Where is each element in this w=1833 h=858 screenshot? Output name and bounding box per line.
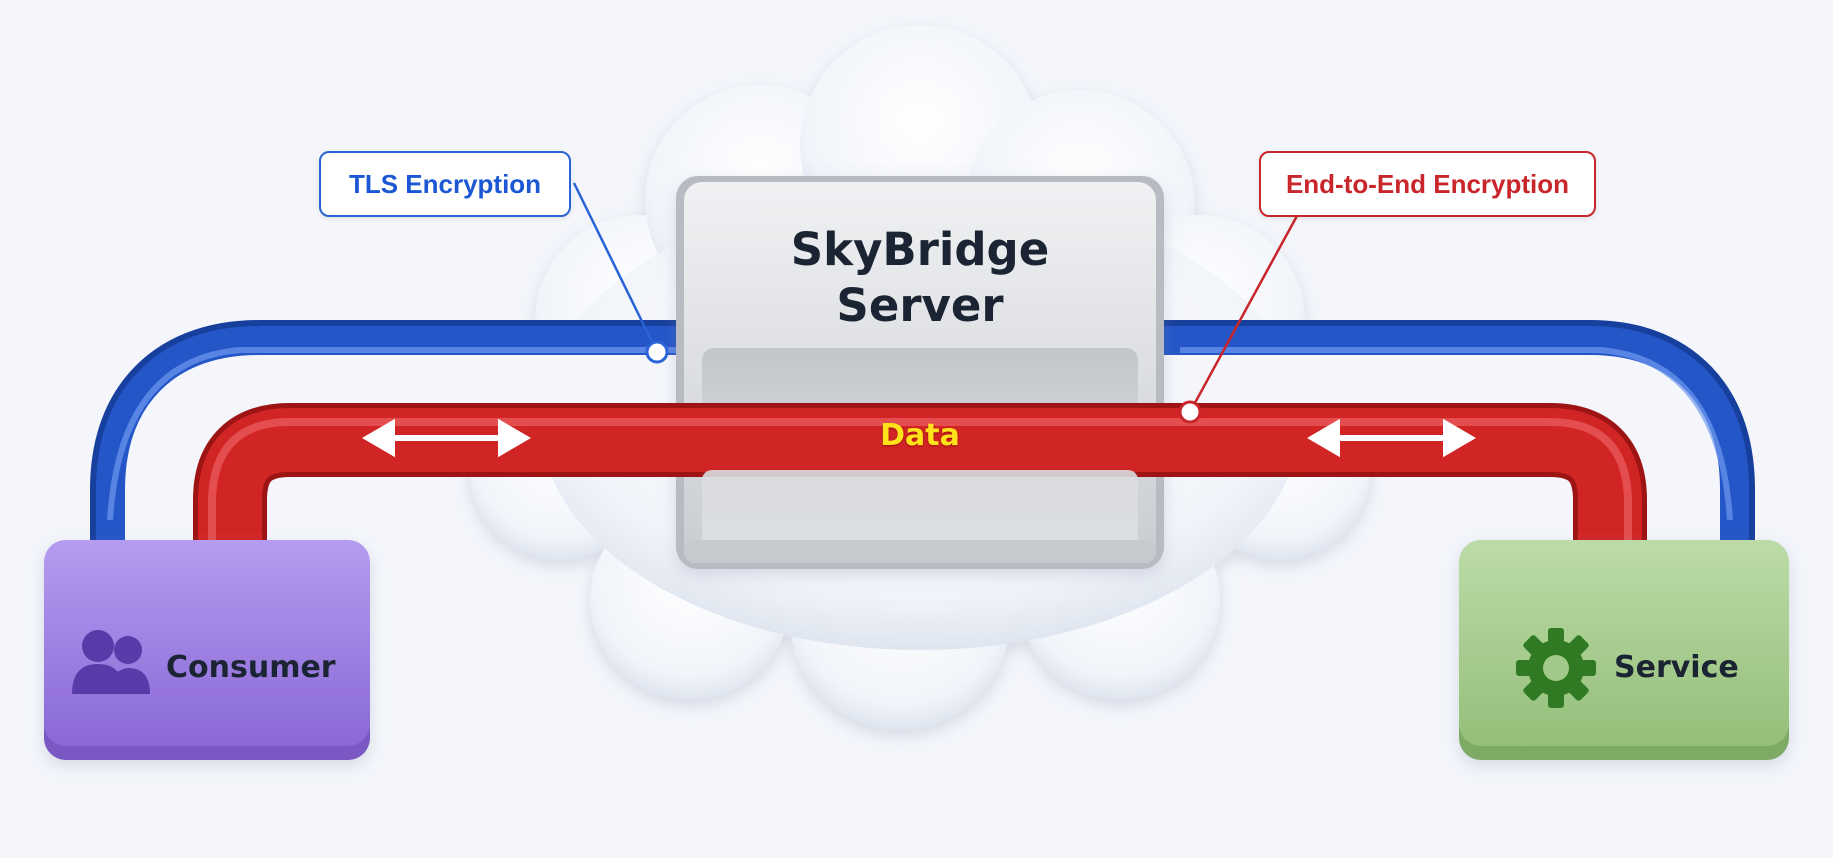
server-title-line1: SkyBridge — [790, 223, 1050, 276]
e2e-callout-leader — [1178, 213, 1300, 424]
server-title: SkyBridge Server — [705, 222, 1135, 334]
e2e-encryption-label: End-to-End Encryption — [1285, 168, 1570, 199]
consumer-label: Consumer — [166, 650, 336, 685]
e2e-encryption-callout: End-to-End Encryption — [1259, 151, 1596, 217]
data-label: Data — [880, 418, 960, 453]
tls-pipe — [90, 320, 1755, 560]
consumer-box — [44, 540, 370, 760]
bidirectional-arrow-left — [362, 418, 531, 458]
users-icon — [72, 630, 150, 694]
bidirectional-arrow-right — [1307, 418, 1476, 458]
tls-encryption-callout: TLS Encryption — [319, 151, 571, 217]
data-pipe — [193, 403, 1647, 560]
server-title-line2: Server — [836, 279, 1004, 332]
tls-encryption-label: TLS Encryption — [348, 168, 542, 199]
service-box — [1459, 540, 1789, 760]
gear-icon — [1516, 628, 1596, 708]
service-label: Service — [1614, 650, 1739, 685]
server-front-lip — [684, 470, 1156, 563]
tls-callout-leader — [572, 182, 669, 364]
